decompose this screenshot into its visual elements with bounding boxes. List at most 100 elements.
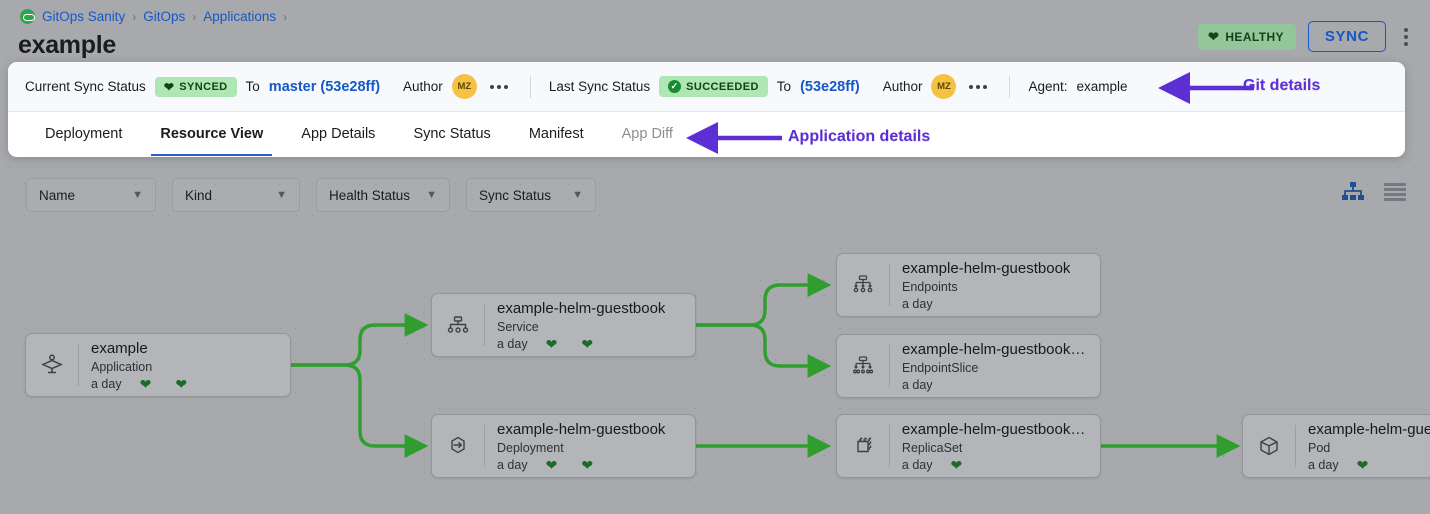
node-age: a day	[901, 377, 933, 392]
sync-button[interactable]: SYNC	[1307, 21, 1386, 52]
kebab-menu-icon[interactable]	[1398, 24, 1414, 50]
resource-graph-canvas[interactable]: Name ▼ Kind ▼ Health Status ▼ Sync Statu…	[0, 160, 1430, 514]
node-body: example-helm-guest Pod a day ❤	[1296, 421, 1430, 472]
node-age: a day	[497, 336, 528, 351]
chevron-down-icon: ▼	[132, 189, 143, 201]
breadcrumb-item-gitops[interactable]: GitOps	[143, 9, 186, 24]
node-body: example-helm-guestbook-74... ReplicaSet …	[890, 421, 1100, 472]
node-kind: Service	[497, 319, 539, 334]
chevron-right-icon: ›	[283, 9, 288, 24]
breadcrumb-item-applications[interactable]: Applications	[203, 9, 277, 24]
health-heart-icon: ❤	[545, 335, 558, 351]
node-divider	[1295, 425, 1296, 467]
tab-sync-status[interactable]: Sync Status	[413, 126, 491, 142]
ellipsis-icon[interactable]	[965, 81, 991, 93]
graph-node-pod[interactable]: example-helm-guest Pod a day ❤	[1242, 414, 1430, 478]
node-title: example-helm-guestbook	[497, 299, 666, 317]
node-divider	[484, 425, 485, 467]
last-sync-revision[interactable]: (53e28ff)	[800, 78, 860, 95]
node-kind: Application	[91, 359, 153, 374]
node-title: example-helm-guestbook	[497, 420, 666, 438]
health-heart-icon: ❤	[950, 456, 963, 472]
agent-group: Agent: example	[1028, 79, 1127, 94]
graph-node-endpoints[interactable]: example-helm-guestbook Endpoints a day	[836, 253, 1101, 317]
current-sync-revision[interactable]: master (53e28ff)	[268, 78, 381, 95]
status-badge-label: HEALTHY	[1225, 29, 1284, 44]
tree-view-icon[interactable]	[1342, 182, 1364, 202]
tab-resource-view[interactable]: Resource View	[141, 112, 282, 156]
list-view-icon[interactable]	[1384, 183, 1406, 201]
filter-name[interactable]: Name ▼	[26, 178, 156, 212]
node-age: a day	[497, 457, 528, 472]
endpointslice-icon	[837, 353, 889, 379]
chevron-down-icon: ▼	[276, 189, 287, 201]
tab-app-details[interactable]: App Details	[301, 126, 376, 142]
node-age: a day	[91, 376, 122, 391]
node-body: example-helm-guestbook Deployment a day …	[485, 421, 677, 472]
filter-health-status-label: Health Status	[329, 187, 411, 203]
node-title: example-helm-guestbook	[902, 259, 1071, 277]
node-title: example	[91, 339, 148, 357]
last-sync-status-group: Last Sync Status ✓ SUCCEEDED To (53e28ff…	[549, 74, 992, 99]
header-actions: ❤ HEALTHY SYNC	[1198, 21, 1414, 52]
graph-node-deployment[interactable]: example-helm-guestbook Deployment a day …	[431, 414, 696, 478]
chevron-right-icon: ›	[192, 9, 197, 24]
divider	[1009, 75, 1011, 98]
filter-bar: Name ▼ Kind ▼ Health Status ▼ Sync Statu…	[26, 178, 596, 212]
node-body: example Application a day ❤ ❤	[79, 340, 223, 391]
check-circle-icon: ✓	[668, 80, 682, 93]
annotation-arrow-application-details	[686, 122, 782, 154]
node-meta: a day	[902, 297, 1070, 311]
graph-node-application[interactable]: example Application a day ❤ ❤	[25, 333, 291, 397]
service-icon	[432, 312, 484, 338]
node-kind: Deployment	[497, 440, 564, 455]
ellipsis-icon[interactable]	[486, 81, 512, 93]
health-heart-icon: ❤	[139, 375, 152, 391]
graph-node-service[interactable]: example-helm-guestbook Service a day ❤ ❤	[431, 293, 696, 357]
sync-heart-icon: ❤	[581, 456, 594, 472]
last-sync-author-label: Author	[882, 79, 923, 94]
page-title: example	[18, 31, 116, 59]
deployment-icon	[432, 433, 484, 459]
heart-icon: ❤	[163, 79, 175, 94]
filter-sync-status[interactable]: Sync Status ▼	[466, 178, 596, 212]
node-meta: a day ❤ ❤	[497, 337, 665, 351]
filter-kind[interactable]: Kind ▼	[172, 178, 300, 212]
tab-app-diff[interactable]: App Diff	[621, 126, 673, 142]
tab-deployment[interactable]: Deployment	[45, 126, 123, 142]
node-body: example-helm-guestbook-ct... EndpointSli…	[890, 341, 1100, 392]
annotation-arrow-git-details	[1158, 72, 1254, 104]
current-sync-badge: ❤ SYNCED	[154, 76, 237, 97]
avatar[interactable]: MZ	[451, 74, 477, 99]
sync-heart-icon: ❤	[175, 375, 188, 391]
pod-icon	[1243, 433, 1295, 459]
avatar[interactable]: MZ	[931, 74, 957, 99]
breadcrumb-item-gitops-sanity[interactable]: GitOps Sanity	[42, 9, 126, 24]
node-divider	[889, 345, 890, 387]
health-heart-icon: ❤	[1356, 456, 1369, 472]
current-sync-status-label: Current Sync Status	[25, 79, 146, 94]
tab-manifest[interactable]: Manifest	[528, 126, 584, 142]
heart-icon: ❤	[1208, 29, 1220, 44]
node-divider	[889, 425, 890, 467]
node-body: example-helm-guestbook Endpoints a day	[890, 260, 1082, 311]
node-age: a day	[902, 296, 933, 311]
node-divider	[484, 304, 485, 346]
argo-logo-icon	[20, 9, 35, 24]
current-sync-author-label: Author	[403, 79, 443, 94]
endpoints-icon	[837, 272, 889, 298]
node-kind: ReplicaSet	[901, 440, 963, 455]
graph-node-replicaset[interactable]: example-helm-guestbook-74... ReplicaSet …	[836, 414, 1101, 478]
current-sync-to-label: To	[245, 79, 260, 94]
breadcrumb: GitOps Sanity › GitOps › Applications ›	[20, 9, 287, 24]
node-title: example-helm-guestbook-74...	[901, 420, 1088, 438]
agent-label: Agent:	[1028, 79, 1068, 94]
graph-node-endpointslice[interactable]: example-helm-guestbook-ct... EndpointSli…	[836, 334, 1101, 398]
node-age: a day	[901, 457, 933, 472]
status-badge-healthy: ❤ HEALTHY	[1198, 23, 1296, 50]
node-meta: a day ❤	[902, 458, 1088, 472]
agent-value: example	[1076, 79, 1128, 94]
node-kind: Pod	[1308, 440, 1331, 455]
filter-health-status[interactable]: Health Status ▼	[316, 178, 450, 212]
